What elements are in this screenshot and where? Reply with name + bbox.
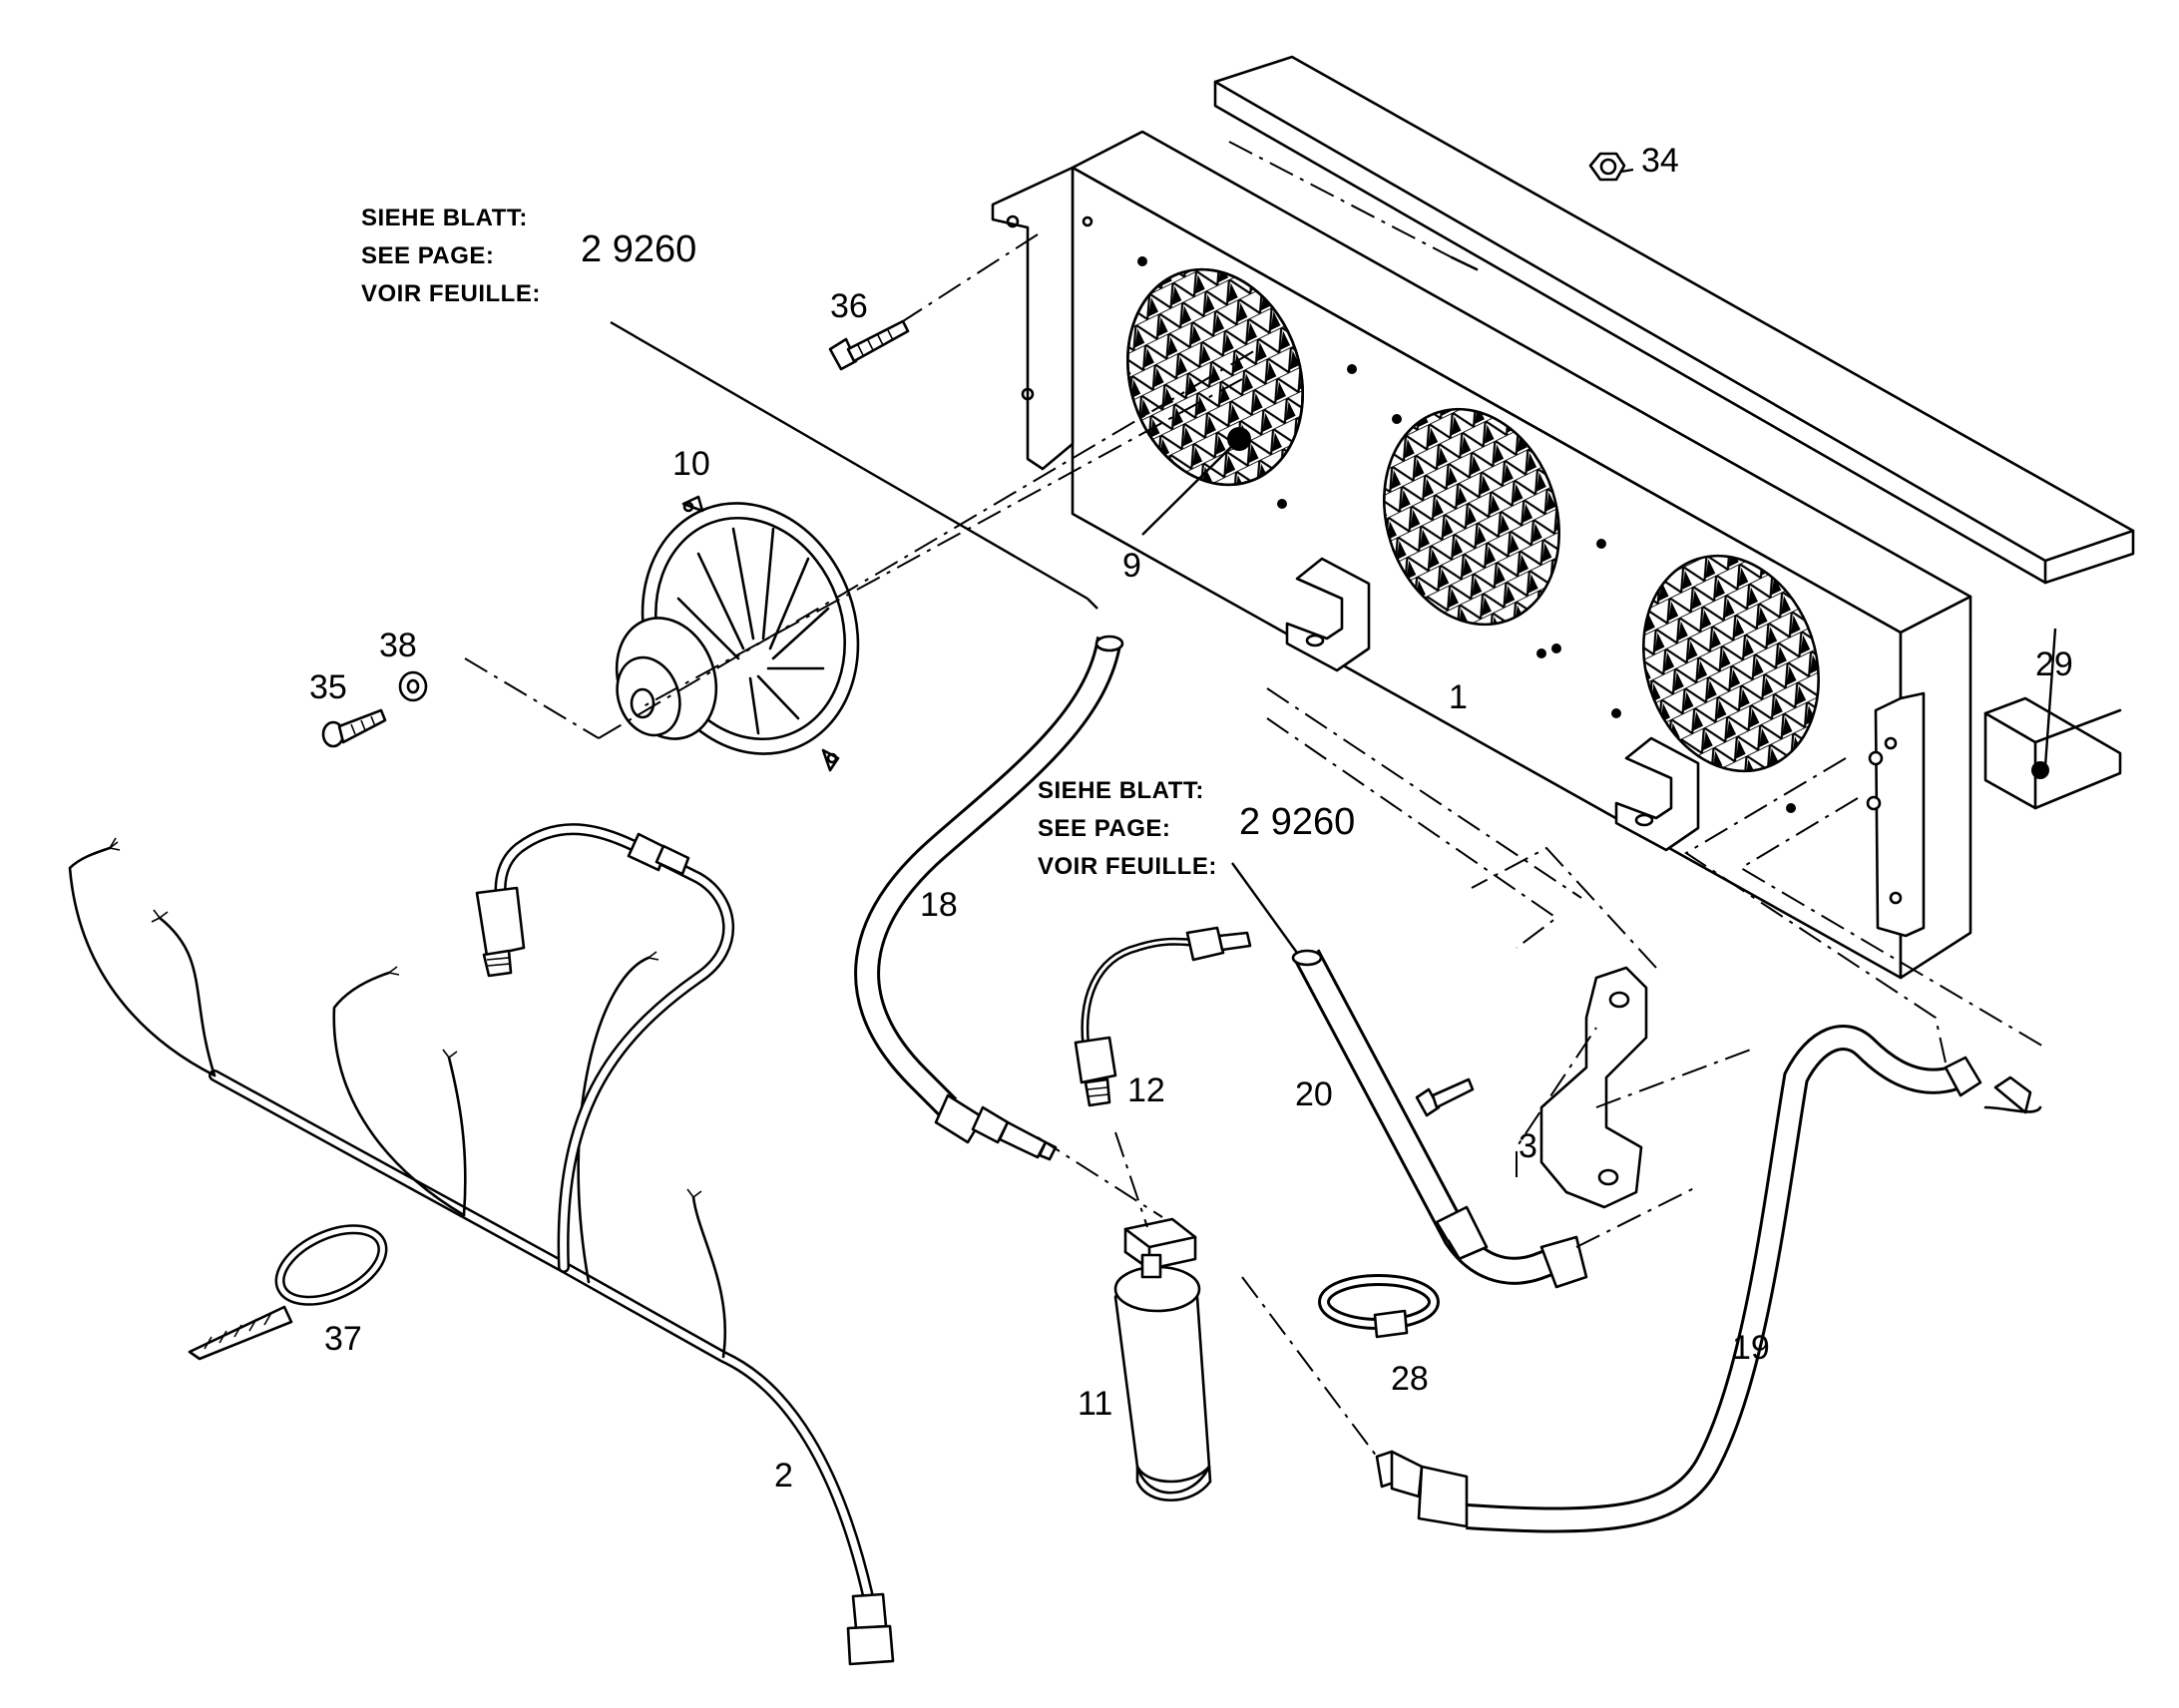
callout-34: 34: [1641, 142, 1679, 180]
ref-line-de: SIEHE BLATT:: [1038, 777, 1204, 804]
ref-line-fr: VOIR FEUILLE:: [1038, 853, 1217, 880]
ref-page-number: 2 9260: [1239, 801, 1355, 843]
foam-strip-bottom: [1983, 696, 2122, 810]
screw-icon: [321, 708, 387, 748]
callout-18: 18: [920, 886, 958, 924]
hose-clamp-icon: [1318, 1274, 1440, 1339]
callout-11: 11: [1078, 1385, 1112, 1423]
leader-lines: [610, 168, 2057, 954]
callout-37: 37: [324, 1320, 362, 1358]
screw-icon: [828, 319, 910, 371]
callout-29: 29: [2035, 645, 2073, 683]
ref-line-en: SEE PAGE:: [1038, 815, 1170, 842]
wiring-harness-icon: [68, 823, 895, 1666]
fan-grille-middle: [1383, 407, 1560, 627]
hose-icon: [854, 635, 1124, 1161]
fan-grille-icon: [1126, 267, 1304, 487]
bracket-icon: [1415, 966, 1648, 1209]
callout-19: 19: [1732, 1329, 1770, 1367]
callout-3: 3: [1519, 1127, 1537, 1165]
callout-35: 35: [309, 668, 347, 706]
callout-28: 28: [1391, 1360, 1429, 1398]
callout-10: 10: [672, 445, 710, 483]
receiver-drier-icon: [1113, 1217, 1212, 1501]
callout-38: 38: [379, 627, 417, 664]
ref-line-de: SIEHE BLATT:: [361, 205, 528, 231]
callout-20: 20: [1295, 1075, 1333, 1113]
ref-line-fr: VOIR FEUILLE:: [361, 280, 541, 307]
callout-2: 2: [774, 1457, 793, 1494]
tube-icon: [1291, 949, 1588, 1289]
pressure-switch-icon: [1074, 926, 1252, 1107]
ref-page-number: 2 9260: [581, 228, 696, 270]
washer-icon: [398, 670, 428, 702]
callout-36: 36: [830, 287, 868, 325]
fan-grille-right: [1642, 554, 1820, 773]
reference-block-middle: SIEHE BLATT: SEE PAGE: VOIR FEUILLE: 2 9…: [1038, 777, 1355, 880]
fan-motor-icon: [615, 495, 860, 772]
callout-1: 1: [1449, 678, 1468, 716]
reference-block-top: SIEHE BLATT: SEE PAGE: VOIR FEUILLE: 2 9…: [361, 205, 696, 307]
hose-icon: [1375, 1025, 2042, 1533]
assembly-centerlines: [464, 233, 2046, 1458]
nut-icon: [1588, 152, 1626, 182]
foam-strip-top: [1213, 55, 2135, 585]
callout-12: 12: [1127, 1071, 1165, 1109]
callout-9: 9: [1122, 547, 1141, 585]
cable-tie-icon: [188, 1224, 388, 1361]
ref-line-en: SEE PAGE:: [361, 242, 494, 269]
callouts: 1 2 3 9 10 11 12 18 19 20 28 29 34 35 36…: [309, 142, 2073, 1494]
